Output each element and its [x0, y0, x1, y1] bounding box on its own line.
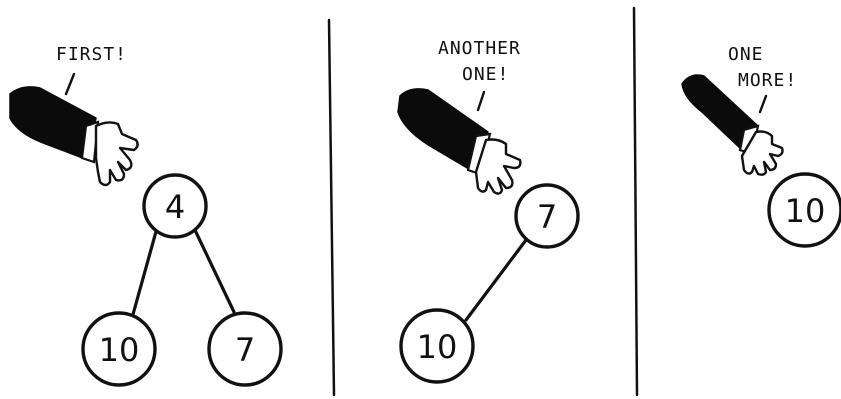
- caption-another: ANOTHER: [438, 38, 521, 59]
- tree-node: 7: [209, 313, 281, 385]
- svg-text:10: 10: [785, 192, 826, 230]
- tree-edge: [194, 228, 234, 312]
- svg-text:7: 7: [235, 331, 255, 369]
- arm-icon: [10, 87, 138, 185]
- speech-leader: [478, 92, 484, 110]
- panel-1: FIRST! 4 10 7: [10, 44, 281, 385]
- arm-icon: [398, 89, 520, 194]
- svg-text:4: 4: [165, 188, 185, 226]
- tree-node: 7: [516, 185, 578, 247]
- svg-text:7: 7: [537, 198, 557, 236]
- tree-edge: [132, 228, 157, 318]
- speech-leader: [66, 74, 74, 94]
- tree-node: 10: [401, 310, 473, 382]
- panel-divider: [329, 20, 334, 395]
- caption-one: ONE!: [462, 64, 509, 85]
- tree-node: 4: [144, 175, 206, 237]
- panel-3: ONE MORE! 10: [682, 44, 841, 246]
- caption-first: FIRST!: [56, 44, 127, 65]
- panel-divider: [634, 8, 637, 395]
- caption-more: MORE!: [738, 70, 797, 91]
- tree-node: 10: [769, 174, 841, 246]
- panel-2: ANOTHER ONE! 7 10: [398, 38, 578, 382]
- tree-node: 10: [83, 313, 155, 385]
- tree-edge: [466, 240, 526, 320]
- svg-text:10: 10: [99, 331, 140, 369]
- caption-one: ONE: [728, 44, 764, 65]
- speech-leader: [760, 96, 766, 112]
- svg-text:10: 10: [417, 328, 458, 366]
